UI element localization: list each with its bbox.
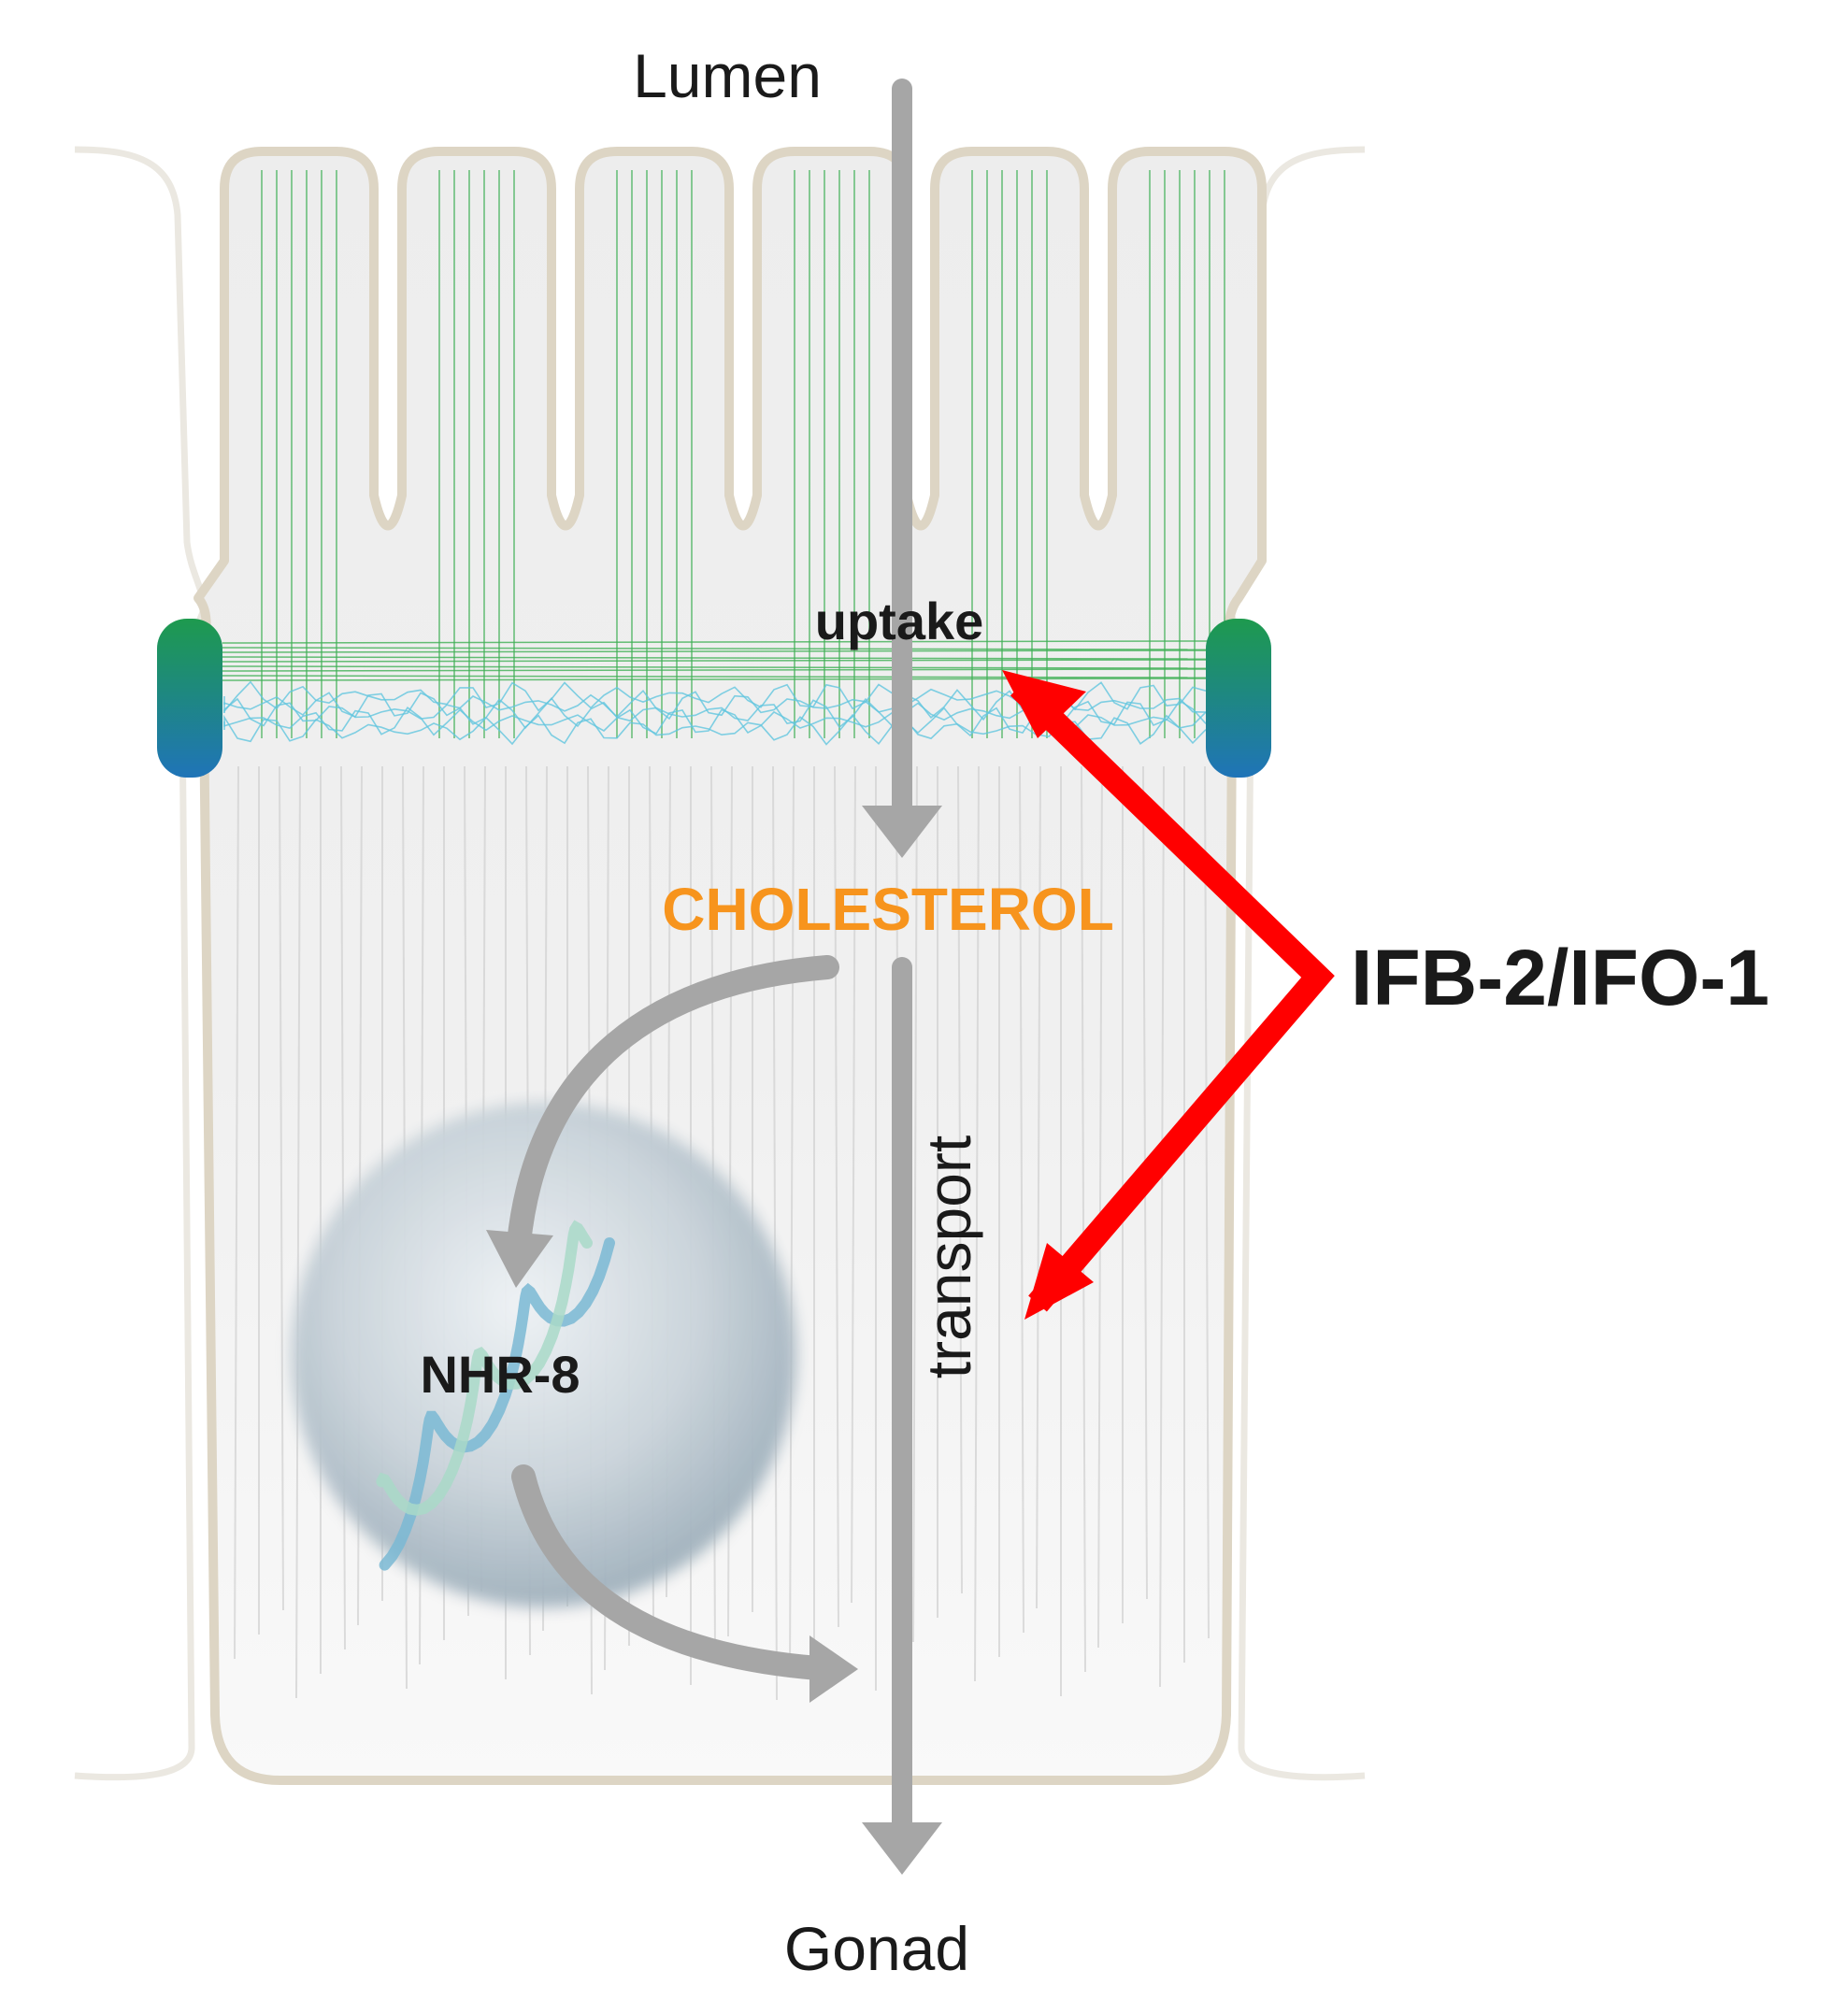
right-cell-junction — [1206, 619, 1271, 778]
terminal-web-filament — [222, 659, 1209, 663]
regulator-label: IFB-2/IFO-1 — [1351, 934, 1769, 1021]
cytoskeleton-filament — [295, 765, 301, 1699]
transport-arrow — [862, 957, 942, 1875]
uptake-label: uptake — [815, 592, 984, 650]
cytoskeleton-filament — [772, 765, 778, 1701]
cytoskeleton-filament — [789, 765, 795, 1677]
terminal-web-filament — [222, 675, 1209, 678]
cytoskeleton-filament — [279, 765, 284, 1611]
cytoskeleton-filament — [234, 765, 239, 1660]
left-cell-junction — [157, 619, 222, 778]
nhr8-to-transport-arrow — [511, 1464, 858, 1703]
cytoskeleton-filament — [912, 765, 918, 1643]
cytoskeleton-filament — [1019, 765, 1024, 1634]
cytoskeleton-filament — [974, 765, 980, 1682]
cytoskeleton-filament — [1081, 765, 1086, 1673]
uptake-arrow — [862, 79, 942, 858]
uptake-arrowhead-red — [1002, 670, 1086, 738]
cholesterol-to-nhr8-arrow — [486, 955, 839, 1288]
cytoskeleton-filament — [1159, 765, 1165, 1688]
transport-label: transport — [914, 1135, 983, 1378]
terminal-web-filament — [222, 640, 1209, 644]
lumen-label: Lumen — [633, 41, 822, 110]
terminal-web-filament — [222, 647, 1209, 650]
terminal-web-filament — [222, 650, 1209, 653]
nhr8-label: NHR-8 — [420, 1345, 580, 1404]
terminal-web-filament — [222, 668, 1209, 672]
cytoskeleton-filament — [1097, 765, 1103, 1649]
cytoskeleton-filament — [1204, 765, 1210, 1639]
cytoskeleton-filament — [851, 765, 856, 1604]
transport-arrowhead-red — [1024, 1243, 1094, 1320]
left-neighbor-cell-outline — [74, 146, 208, 1781]
dna-strand — [376, 1220, 593, 1516]
terminal-web-filament — [222, 656, 1209, 660]
cytoskeleton-filament — [834, 765, 839, 1628]
dna-helix-icon — [376, 1220, 615, 1571]
terminal-web-filament — [222, 678, 1209, 681]
cytoskeleton-filament — [957, 765, 963, 1594]
gonad-label: Gonad — [784, 1914, 969, 1983]
cytoskeleton-filament — [1036, 765, 1041, 1609]
regulator-arrows — [1002, 670, 1335, 1320]
terminal-web-filament — [222, 665, 1209, 669]
cholesterol-label: CHOLESTEROL — [662, 876, 1114, 943]
